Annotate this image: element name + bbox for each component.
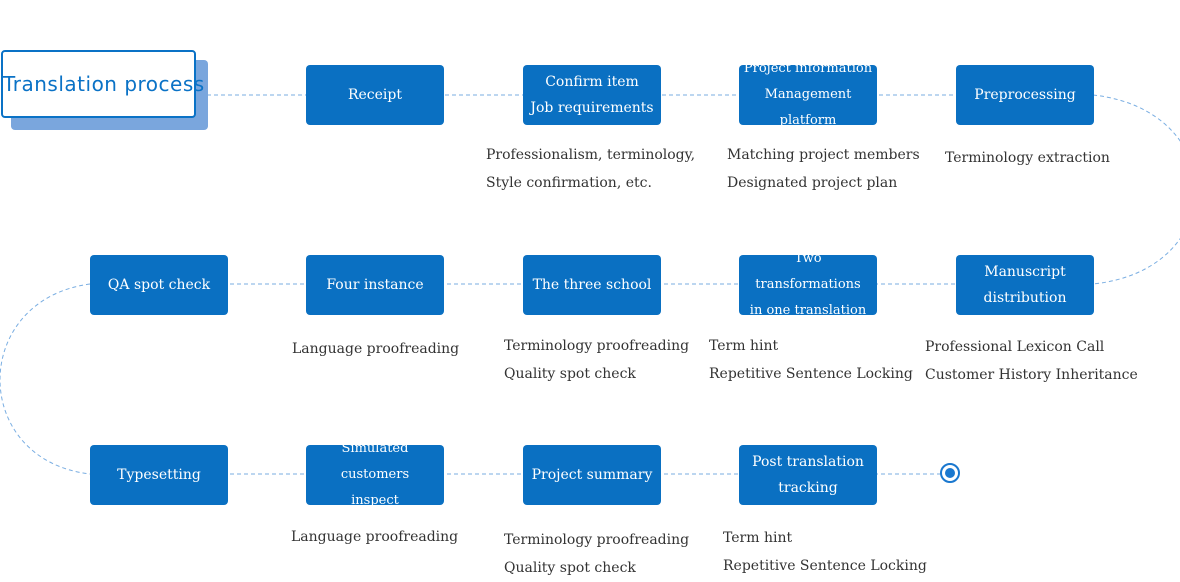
step-project-information-label: Project information Management platform [743, 61, 873, 128]
step-two-transformations-label: Two transformations in one translation [749, 251, 867, 318]
note-three-school: Terminology proofreading Quality spot ch… [504, 338, 690, 382]
note-confirm-item: Professionalism, terminology, Style conf… [486, 147, 696, 191]
note-project-information: Matching project members Designated proj… [727, 147, 920, 191]
step-qa-spot-check-label: QA spot check [107, 277, 211, 293]
step-three-school-label: The three school [532, 277, 652, 293]
step-preprocessing-label: Preprocessing [974, 87, 1076, 103]
note-post-translation: Term hint Repetitive Sentence Locking [723, 530, 927, 574]
step-preprocessing: Preprocessing [956, 65, 1094, 125]
note-simulated-customers: Language proofreading [291, 529, 459, 545]
page-title-text: Translation process [3, 72, 205, 96]
step-typesetting-label: Typesetting [117, 467, 201, 483]
step-manuscript-distribution: Manuscript distribution [956, 255, 1094, 315]
note-preprocessing: Terminology extraction [945, 150, 1110, 166]
step-simulated-customers: Simulated customers inspect [306, 441, 444, 508]
connector-left-curve [0, 283, 91, 475]
step-project-summary-label: Project summary [531, 467, 653, 483]
step-project-summary: Project summary [523, 445, 661, 505]
connector-right-curve [1092, 94, 1180, 285]
note-two-transformations: Term hint Repetitive Sentence Locking [709, 338, 913, 382]
step-receipt: Receipt [306, 65, 444, 125]
step-manuscript-distribution-label: Manuscript distribution [983, 264, 1067, 306]
step-confirm-item: Confirm item Job requirements [523, 65, 661, 125]
step-qa-spot-check: QA spot check [90, 255, 228, 315]
note-manuscript-distribution: Professional Lexicon Call Customer Histo… [925, 339, 1138, 383]
step-receipt-label: Receipt [347, 87, 403, 103]
end-point-icon [940, 463, 960, 483]
step-four-instance: Four instance [306, 255, 444, 315]
note-project-summary: Terminology proofreading Quality spot ch… [504, 532, 690, 576]
step-project-information: Project information Management platform [739, 61, 877, 128]
step-post-translation-label: Post translation tracking [752, 454, 864, 496]
step-two-transformations: Two transformations in one translation [739, 251, 877, 318]
step-four-instance-label: Four instance [326, 277, 424, 293]
step-typesetting: Typesetting [90, 445, 228, 505]
note-four-instance: Language proofreading [292, 341, 460, 357]
step-post-translation: Post translation tracking [739, 445, 877, 505]
step-confirm-item-label: Confirm item Job requirements [530, 74, 654, 116]
page-title: Translation process [1, 50, 204, 118]
step-three-school: The three school [523, 255, 661, 315]
step-simulated-customers-label: Simulated customers inspect [340, 441, 410, 508]
